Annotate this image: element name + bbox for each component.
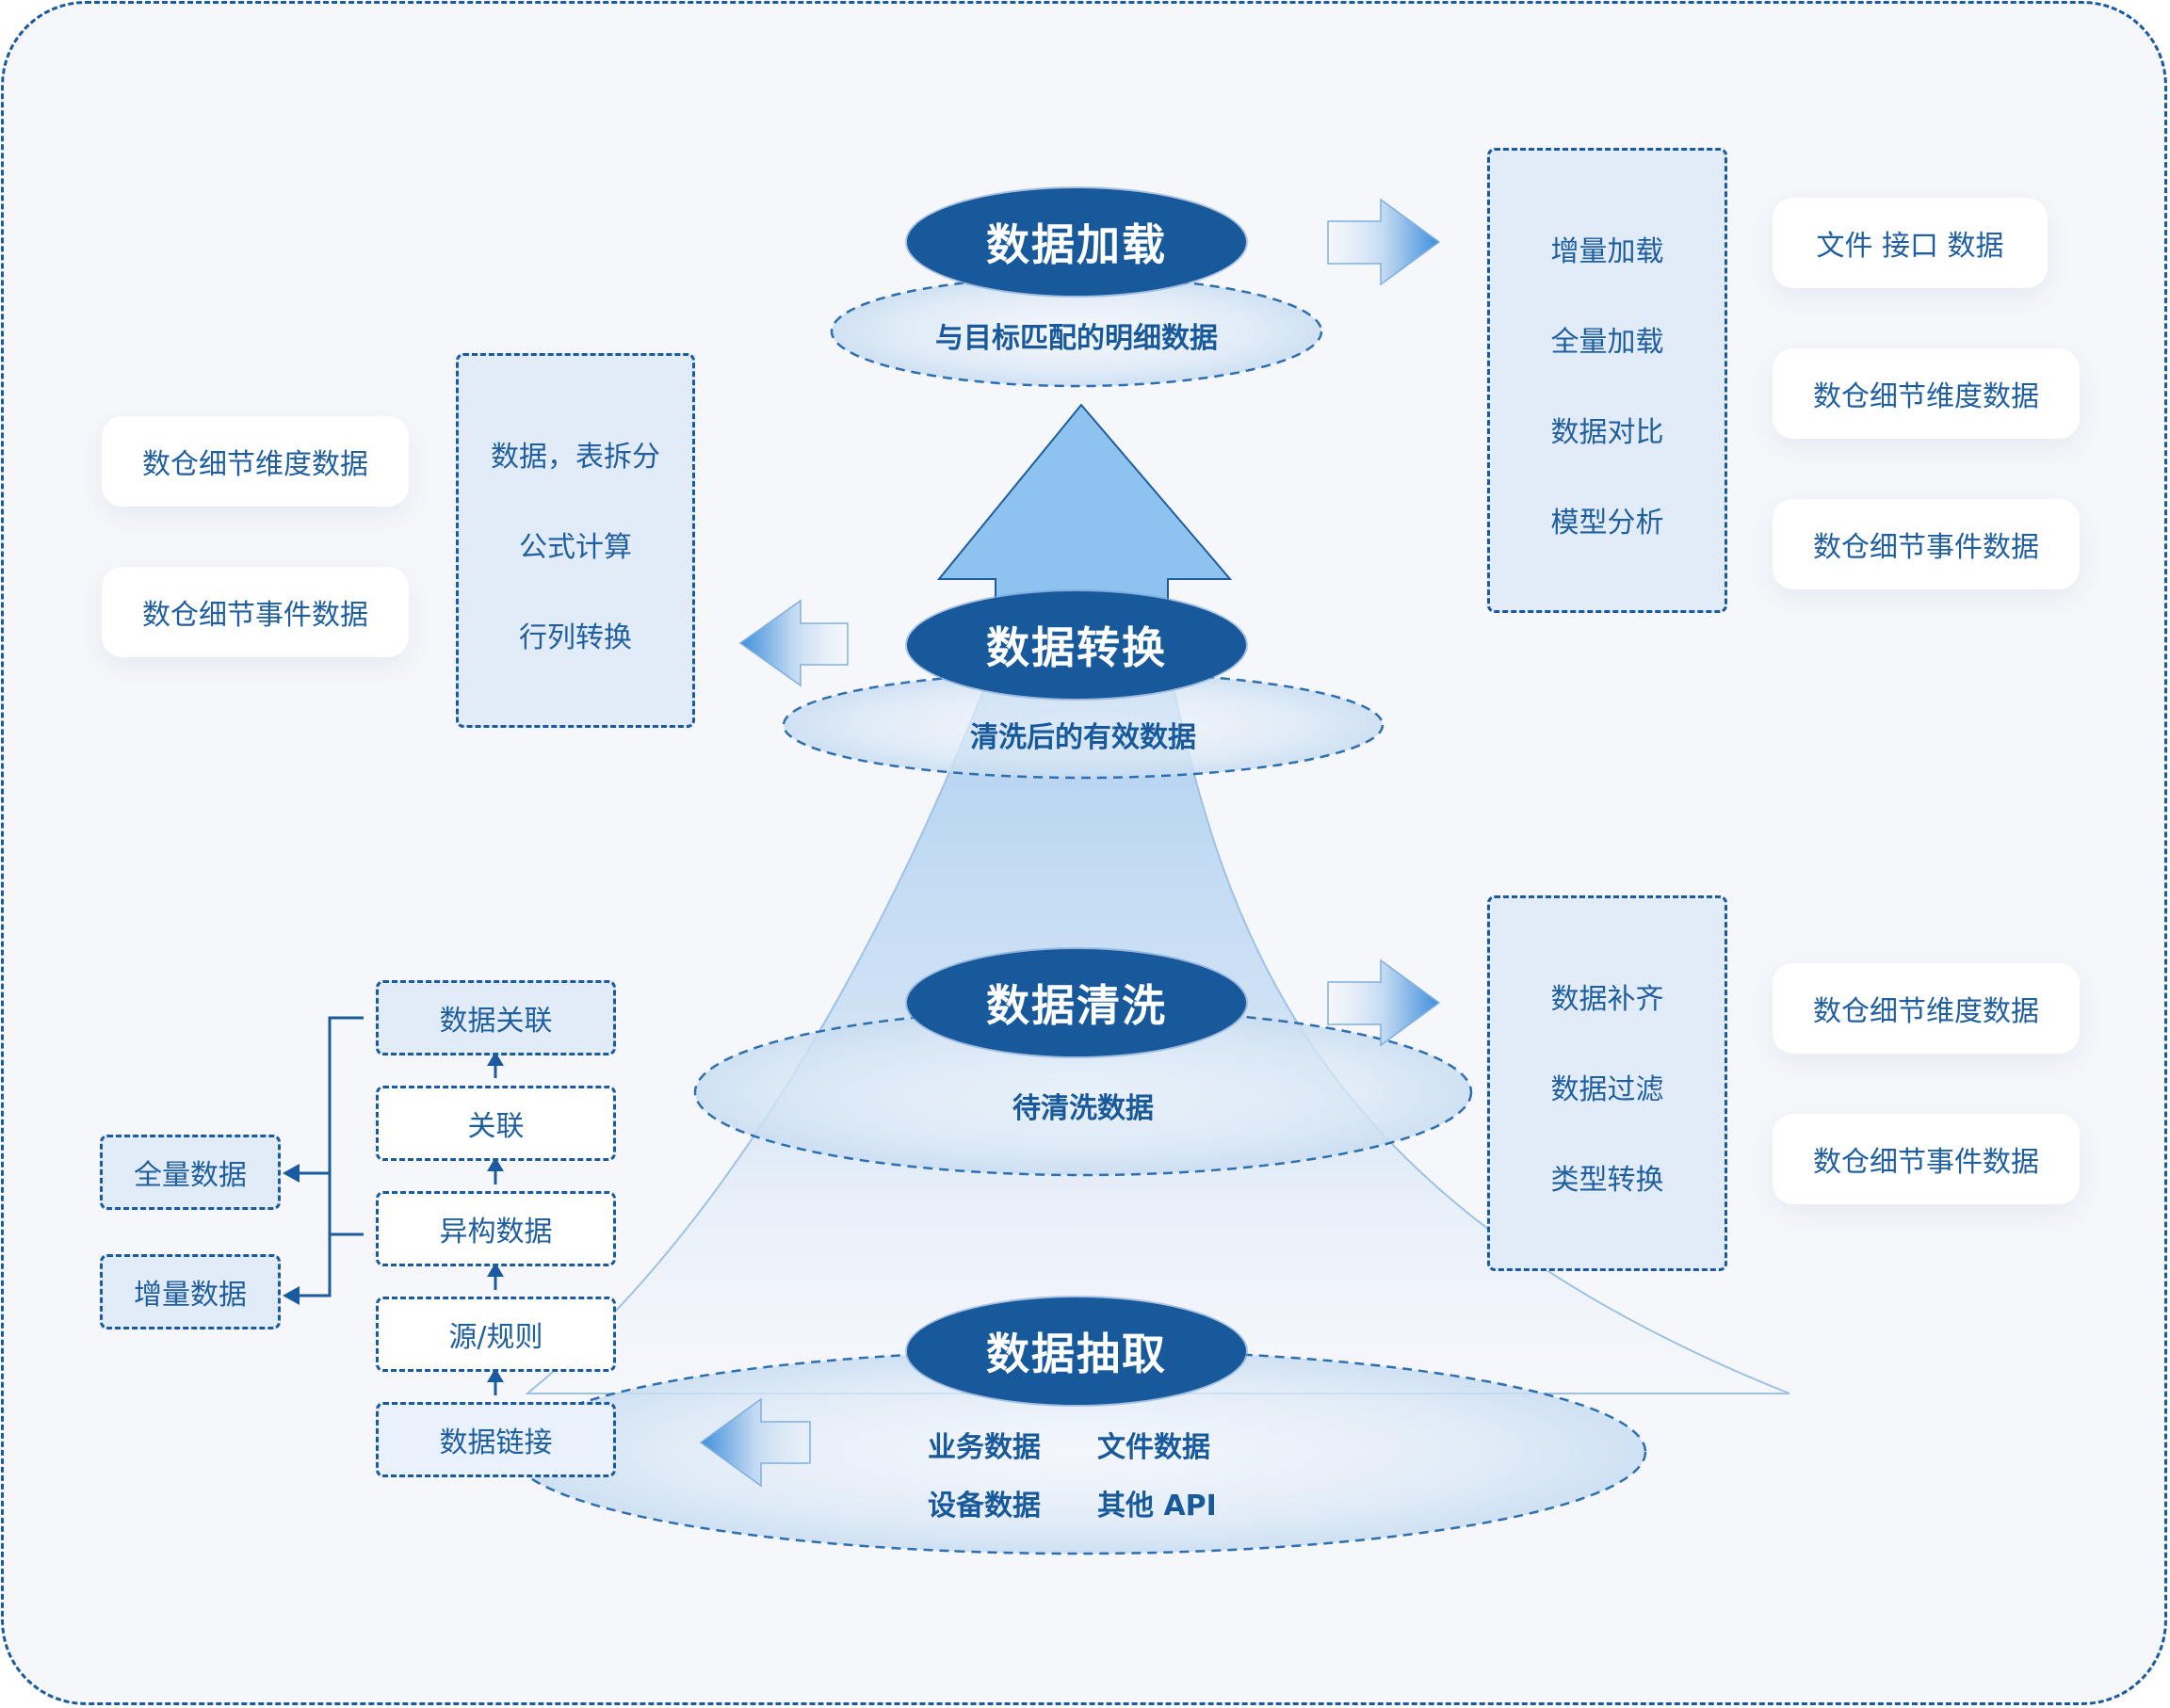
stage-extract-title[interactable]: 数据抽取	[907, 1297, 1246, 1405]
chain-step: 数据关联	[376, 980, 616, 1055]
load-operation: 模型分析	[1550, 507, 1664, 540]
stage-transform-title[interactable]: 数据转换	[907, 591, 1246, 699]
transform-output-card: 数仓细节维度数据	[102, 416, 409, 507]
extract-base-ellipse	[510, 1348, 1647, 1555]
chain-step: 异构数据	[376, 1191, 616, 1266]
stage-clean-title[interactable]: 数据清洗	[907, 949, 1246, 1056]
load-base-ellipse	[830, 275, 1323, 388]
load-output-card: 数仓细节维度数据	[1773, 348, 2080, 439]
arrow-right-icon	[1327, 959, 1441, 1047]
transform-operation: 公式计算	[519, 531, 632, 564]
stage-transform-subtitle: 清洗后的有效数据	[970, 721, 1196, 754]
clean-operation: 数据过滤	[1550, 1073, 1664, 1106]
extract-source: 文件数据	[1097, 1431, 1210, 1464]
transform-output-card: 数仓细节事件数据	[102, 567, 409, 657]
clean-base-ellipse	[693, 1007, 1473, 1177]
transform-operation: 数据，表拆分	[491, 441, 660, 474]
load-output-card: 数仓细节事件数据	[1773, 499, 2080, 589]
transform-operations-box: 数据，表拆分 公式计算 行列转换	[456, 353, 695, 728]
load-operation: 全量加载	[1550, 326, 1664, 359]
chain-step: 关联	[376, 1086, 616, 1161]
extract-output: 增量数据	[100, 1254, 281, 1329]
clean-output-card: 数仓细节维度数据	[1773, 963, 2080, 1054]
load-operation: 增量加载	[1550, 235, 1664, 268]
clean-output-card: 数仓细节事件数据	[1773, 1114, 2080, 1204]
transform-operation: 行列转换	[519, 621, 632, 654]
load-operation: 数据对比	[1550, 416, 1664, 449]
clean-operation: 类型转换	[1550, 1164, 1664, 1197]
clean-operations-box: 数据补齐 数据过滤 类型转换	[1487, 895, 1727, 1271]
arrow-right-icon	[1327, 198, 1441, 286]
load-output-card: 文件 接口 数据	[1773, 198, 2048, 288]
stage-load-title[interactable]: 数据加载	[907, 188, 1246, 296]
chain-step: 数据链接	[376, 1402, 616, 1477]
extract-source: 业务数据	[928, 1431, 1041, 1464]
arrow-left-icon	[738, 599, 849, 687]
arrow-left-icon	[699, 1397, 811, 1488]
chain-connectors	[283, 1016, 504, 1395]
chain-step: 源/规则	[376, 1297, 616, 1372]
load-operations-box: 增量加载 全量加载 数据对比 模型分析	[1487, 148, 1727, 613]
extract-source: 其他 API	[1097, 1490, 1217, 1523]
stage-clean-subtitle: 待清洗数据	[1012, 1092, 1154, 1125]
extract-output: 全量数据	[100, 1135, 281, 1210]
stage-load-subtitle: 与目标匹配的明细数据	[935, 322, 1218, 355]
clean-operation: 数据补齐	[1550, 983, 1664, 1016]
extract-source: 设备数据	[928, 1490, 1041, 1523]
